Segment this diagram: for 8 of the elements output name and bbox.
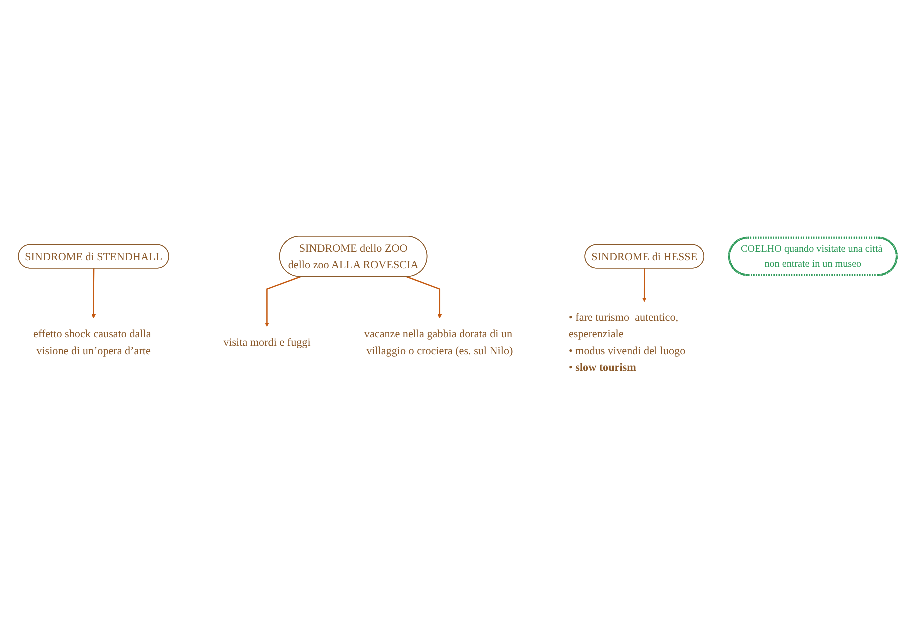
arrow xyxy=(92,268,96,319)
node-text: effetto shock causato dalla visione di un’opera d’arte xyxy=(34,328,152,357)
arrow xyxy=(642,268,647,302)
arrow xyxy=(265,276,301,328)
node-text: vacanze nella gabbia dorata di un villaggio o crociera (es. sul Nilo) xyxy=(364,328,514,357)
node-text: • fare turismo autentico, esperenziale • modus vivendi del luogo • slow tourism xyxy=(568,311,686,374)
arrow xyxy=(406,276,442,319)
node-text: visita mordi e fuggi xyxy=(224,336,311,349)
